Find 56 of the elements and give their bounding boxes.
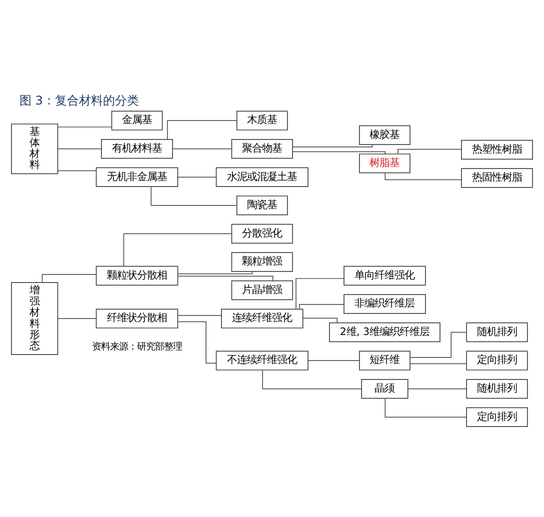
connector — [410, 331, 467, 358]
connector — [167, 120, 238, 140]
connector — [408, 388, 467, 389]
connector — [42, 274, 97, 282]
connector — [150, 186, 238, 206]
connector — [302, 317, 338, 323]
node-box: 增强材料形态 — [11, 282, 58, 354]
node-box: 有机材料基 — [101, 138, 173, 158]
connector — [292, 150, 386, 154]
connector — [178, 270, 253, 274]
node-box: 热固性树脂 — [461, 168, 533, 188]
node-box: 热塑性树脂 — [461, 139, 533, 160]
diagram-title: 图 3：复合材料的分类 — [19, 92, 139, 107]
connector — [398, 148, 462, 154]
node-box: 片晶增强 — [231, 280, 293, 300]
connector — [296, 278, 344, 309]
node-box: 2维, 3维编织纤维层 — [329, 322, 440, 342]
connector — [410, 362, 467, 364]
node-box: 树脂基 — [359, 153, 410, 173]
node-box: 金属基 — [111, 110, 163, 130]
node-box: 非编织纤维层 — [344, 294, 426, 314]
node-box: 橡胶基 — [359, 124, 410, 144]
node-box: 颗粒状分散相 — [96, 265, 178, 286]
connector — [172, 148, 232, 149]
node-box: 颗粒增强 — [231, 252, 293, 272]
connector — [178, 176, 217, 178]
node-box: 水泥或混凝土基 — [216, 166, 308, 186]
node-box: 随机排列 — [466, 378, 528, 398]
connector — [177, 275, 274, 281]
connector — [292, 144, 373, 147]
node-box: 晶须 — [361, 378, 408, 398]
connector — [57, 148, 102, 149]
connector — [384, 398, 467, 418]
node-box: 短纤维 — [359, 350, 410, 370]
connector — [57, 126, 112, 127]
connector — [299, 304, 344, 309]
node-box: 单向纤维强化 — [344, 265, 426, 286]
node-box: 聚合物基 — [231, 138, 293, 158]
connector — [57, 170, 97, 171]
connector — [384, 172, 462, 180]
node-box: 随机排列 — [466, 322, 528, 342]
connector — [178, 314, 222, 316]
connector — [178, 320, 216, 364]
node-box: 分散强化 — [231, 223, 293, 244]
node-box: 陶瓷基 — [236, 195, 288, 215]
node-box: 基体材料 — [11, 123, 58, 174]
node-box: 无机非金属基 — [96, 166, 178, 186]
node-box: 连续纤维强化 — [221, 308, 304, 328]
node-box: 定向排列 — [466, 406, 528, 426]
node-box: 纤维状分散相 — [96, 308, 178, 328]
node-box: 木质基 — [236, 110, 288, 130]
connector — [123, 232, 232, 266]
label: 资料来源：研究部整理 — [92, 340, 182, 352]
node-box: 不连续纤维强化 — [216, 350, 308, 370]
connector — [262, 369, 362, 389]
node-box: 定向排列 — [466, 350, 528, 370]
